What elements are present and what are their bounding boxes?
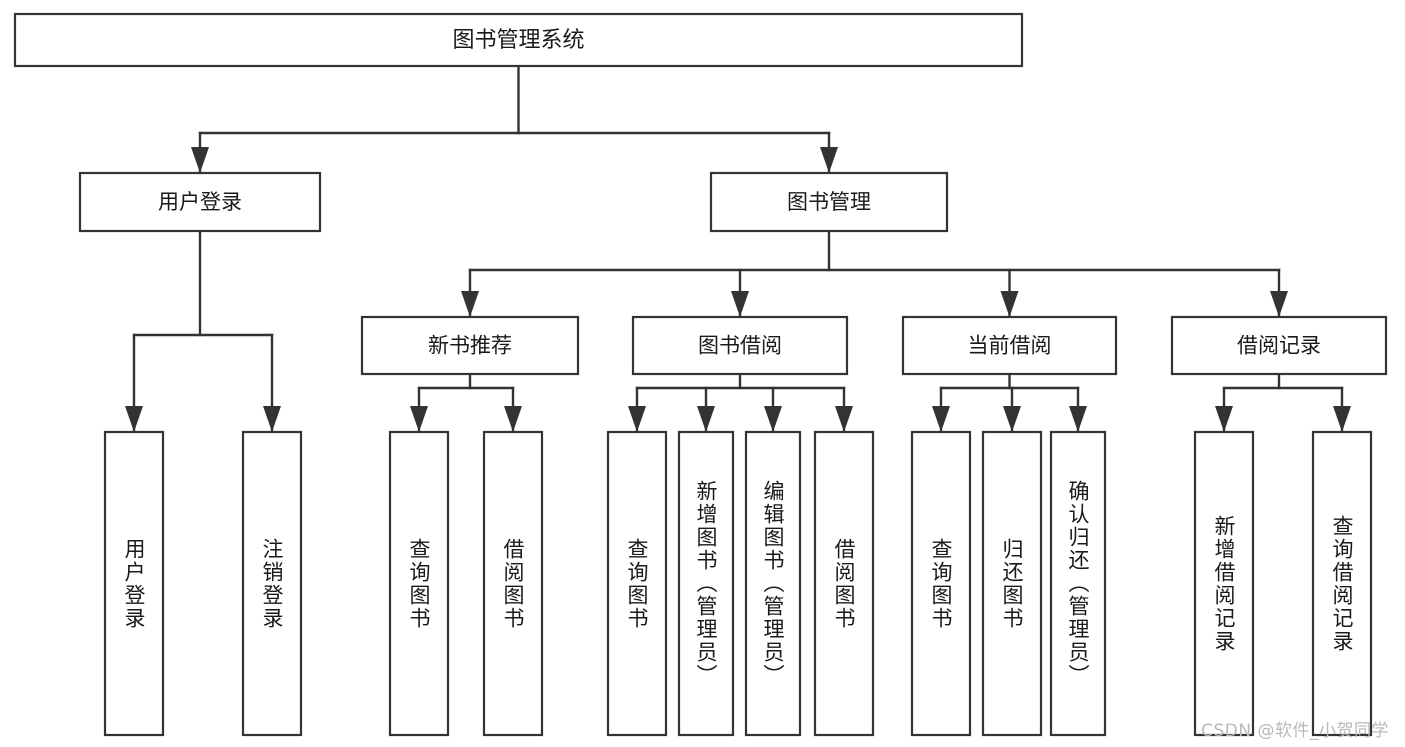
- boxes-layer: [13, 12, 1388, 737]
- node-level1-0[interactable]: [78, 171, 322, 233]
- node-leaf-0[interactable]: [103, 430, 165, 737]
- node-leaf-8[interactable]: [910, 430, 972, 737]
- arrow-head-icon: [1069, 406, 1087, 432]
- node-level1-label-1: 图书管理: [787, 190, 871, 214]
- arrow-head-icon: [835, 406, 853, 432]
- node-leaf-9[interactable]: [981, 430, 1043, 737]
- arrow-head-icon: [1000, 291, 1019, 317]
- node-root-label: 图书管理系统: [452, 28, 584, 53]
- arrow-head-icon: [1270, 291, 1288, 317]
- node-level2-label-3: 借阅记录: [1237, 334, 1321, 358]
- node-level2-0[interactable]: [360, 315, 580, 376]
- arrow-head-icon: [820, 147, 838, 173]
- arrow-head-icon: [932, 406, 950, 432]
- arrow-head-icon: [461, 291, 479, 317]
- node-leaf-7[interactable]: [813, 430, 875, 737]
- arrow-head-icon: [764, 406, 782, 432]
- node-level2-label-1: 图书借阅: [698, 334, 782, 358]
- node-level2-3[interactable]: [1170, 315, 1388, 376]
- node-leaf-3[interactable]: [482, 430, 544, 737]
- arrow-head-icon: [628, 406, 646, 432]
- connectors-layer: [125, 64, 1351, 432]
- node-leaf-12[interactable]: [1311, 430, 1373, 737]
- node-leaf-6[interactable]: [744, 430, 802, 737]
- arrow-head-icon: [697, 406, 715, 432]
- node-level2-label-0: 新书推荐: [428, 334, 512, 358]
- node-leaf-10[interactable]: [1049, 430, 1107, 737]
- arrow-head-icon: [125, 406, 143, 432]
- arrow-head-icon: [1215, 406, 1233, 432]
- node-leaf-1[interactable]: [241, 430, 303, 737]
- node-root[interactable]: [13, 12, 1024, 68]
- node-leaf-5[interactable]: [677, 430, 735, 737]
- arrow-head-icon: [263, 406, 281, 432]
- node-level2-label-2: 当前借阅: [968, 334, 1052, 358]
- arrow-head-icon: [504, 406, 522, 432]
- node-level1-1[interactable]: [709, 171, 949, 233]
- node-leaf-4[interactable]: [606, 430, 668, 737]
- arrow-head-icon: [1003, 406, 1021, 432]
- node-level2-1[interactable]: [631, 315, 849, 376]
- node-level2-2[interactable]: [901, 315, 1118, 376]
- arrow-head-icon: [1333, 406, 1351, 432]
- arrow-head-icon: [410, 406, 428, 432]
- node-level1-label-0: 用户登录: [158, 190, 242, 214]
- node-leaf-2[interactable]: [388, 430, 450, 737]
- arrow-head-icon: [731, 291, 749, 317]
- arrow-head-icon: [191, 147, 209, 173]
- node-leaf-11[interactable]: [1193, 430, 1255, 737]
